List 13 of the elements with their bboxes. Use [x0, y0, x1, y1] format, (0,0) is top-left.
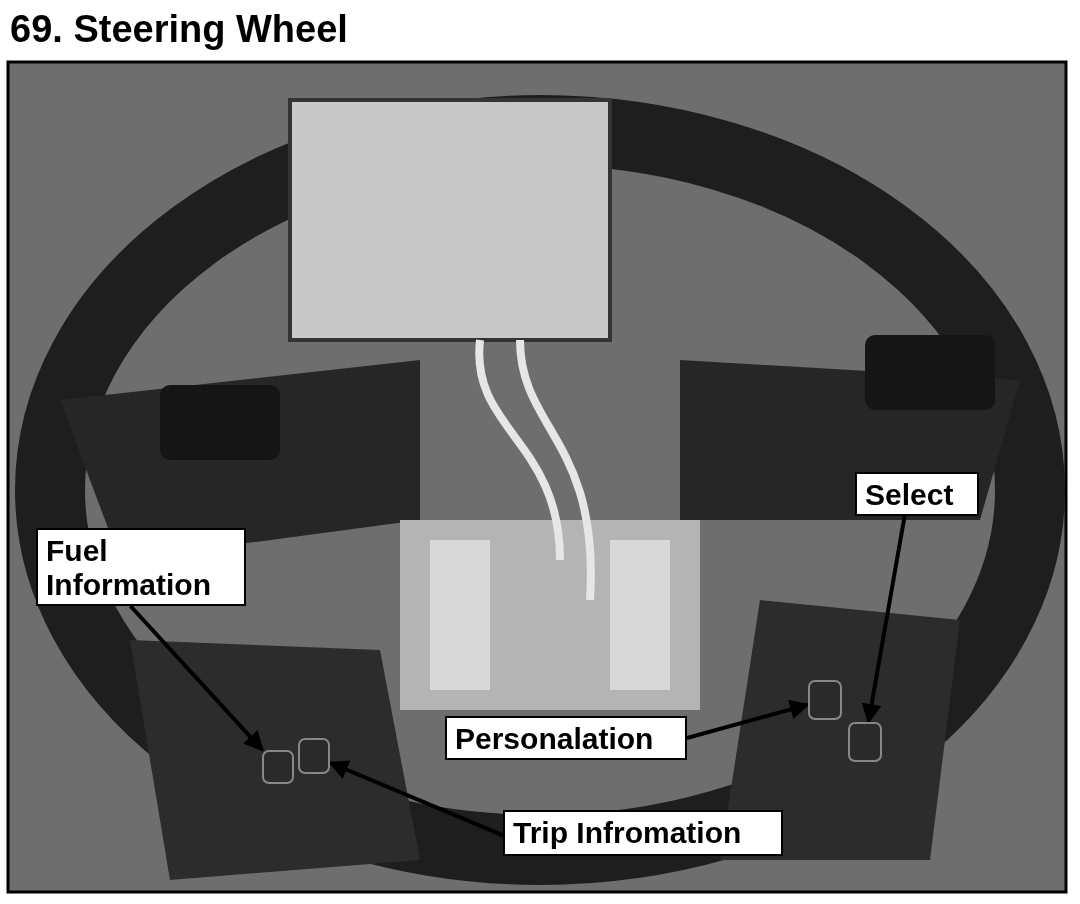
steering-button: [262, 750, 294, 784]
arrow: [129, 604, 264, 752]
callout-label: Fuel Information: [36, 528, 246, 606]
steering-button: [808, 680, 842, 720]
arrow: [861, 515, 907, 724]
callout-label: Personalation: [445, 716, 687, 760]
callout-label: Select: [855, 472, 979, 516]
steering-button: [298, 738, 330, 774]
title: 69. Steering Wheel: [10, 8, 348, 51]
callout-label: Trip Infromation: [503, 810, 783, 856]
steering-button: [848, 722, 882, 762]
arrow: [686, 699, 810, 740]
arrow: [328, 760, 504, 838]
